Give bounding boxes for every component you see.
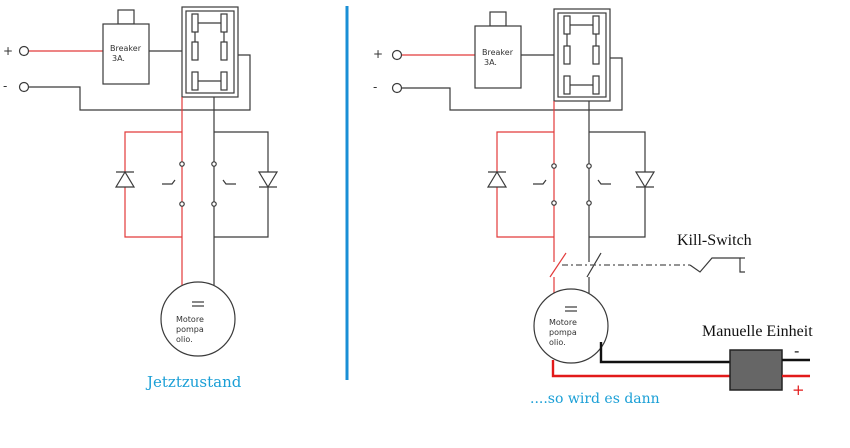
left-motor-label-2: pompa [176,325,204,334]
right-motor-label-2: pompa [549,328,577,337]
left-diode-1 [114,170,136,188]
left-motor-label-1: Motore [176,315,204,324]
left-black-diode-loop [214,131,269,238]
right-manual-black-wire [599,342,730,364]
left-limit-switch-2 [222,179,236,185]
right-minus-terminal [391,82,403,94]
right-caption: ....so wird es dann [530,391,660,407]
left-switch-block [181,6,239,98]
right-diode-2 [634,171,656,189]
right-diagram: + - Breaker 3A. [373,8,813,407]
left-breaker-label-1: Breaker [110,44,142,53]
right-red-diode-loop [496,131,554,238]
right-limit-switch-1 [533,179,547,185]
right-breaker-label-2: 3A. [484,58,497,67]
left-motor-label-3: olio. [176,335,193,344]
right-minus-wire [402,57,623,111]
left-plus-terminal [18,45,30,57]
right-motor [533,288,609,364]
left-limit-switch-1 [162,179,176,185]
right-motor-label-1: Motore [549,318,577,327]
left-breaker-label-2: 3A. [112,54,125,63]
left-minus-terminal [18,81,30,93]
left-caption: Jetztzustand [145,373,242,391]
right-motor-label-3: olio. [549,338,566,347]
left-breaker [102,23,150,85]
right-manual-unit [729,349,783,391]
right-plus-terminal [391,49,403,61]
right-manual-unit-label: Manuelle Einheit [702,323,813,340]
left-switch-inner [185,10,235,94]
left-minus-sign: - [3,79,7,93]
left-diode-2 [257,171,279,189]
left-diagram: + - Breaker 3A. [3,6,279,391]
right-breaker [474,25,522,89]
right-kill-contact-red [549,252,567,278]
right-limit-switch-2 [597,179,611,185]
right-breaker-label-1: Breaker [482,48,514,57]
left-red-diode-loop [124,131,182,238]
right-diode-1 [486,170,508,188]
left-minus-wire [29,54,251,111]
left-plus-sign: + [3,44,13,58]
right-minus-sign: - [373,80,377,94]
right-plus-sign: + [373,47,383,61]
right-black-diode-loop [589,131,646,238]
right-manual-unit-plus: + [792,381,805,399]
right-breaker-button [489,11,507,27]
left-breaker-button [117,9,135,25]
right-manual-unit-minus: - [794,342,799,360]
right-manual-red-wire [551,360,730,378]
left-motor [160,281,236,357]
right-switch-block [553,8,611,102]
right-kill-switch-label: Kill-Switch [677,232,752,249]
right-kill-switch-symbol [689,257,745,273]
